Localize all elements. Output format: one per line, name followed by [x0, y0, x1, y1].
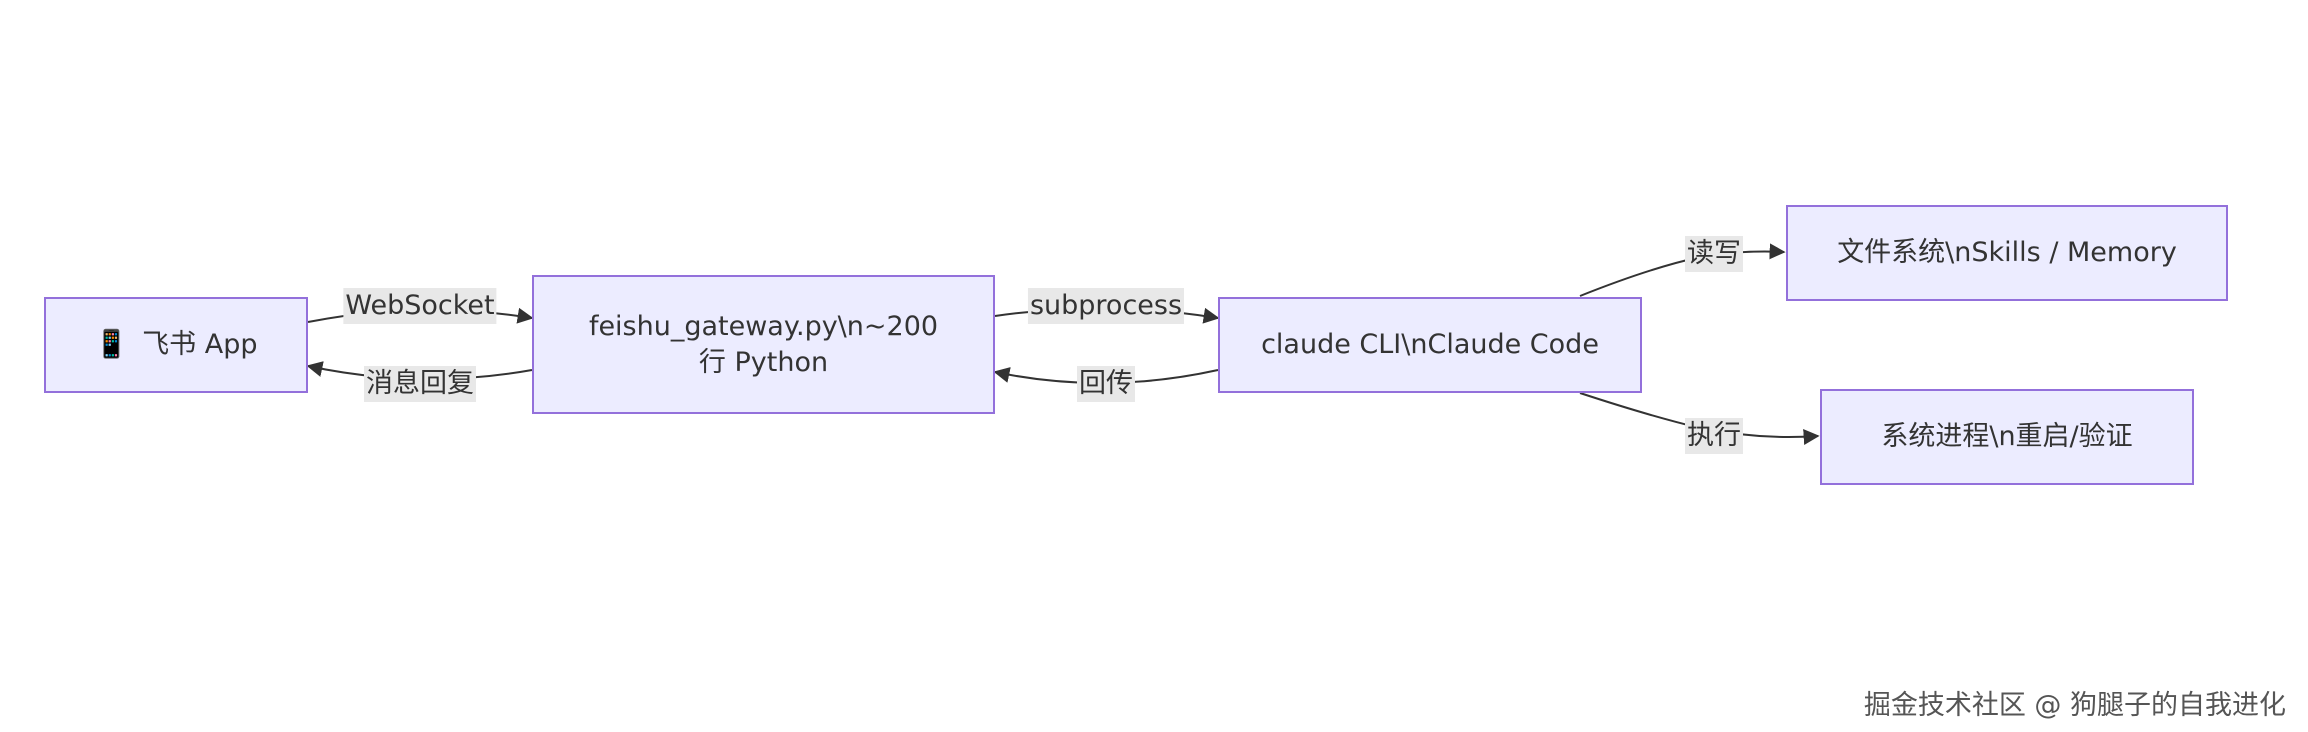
node-claude-cli-label: claude CLI\nClaude Code: [1261, 329, 1599, 360]
edge-label-execute: 执行: [1685, 418, 1743, 454]
edge-label-websocket: WebSocket: [343, 288, 497, 324]
edge-read-write: [1579, 243, 1786, 297]
node-process-label: 系统进程\n重启/验证: [1881, 421, 2133, 452]
node-claude-cli: claude CLI\nClaude Code: [1218, 297, 1642, 393]
watermark: 掘金技术社区 @ 狗腿子的自我进化: [1863, 690, 2286, 721]
node-filesystem: 文件系统\nSkills / Memory: [1786, 205, 2228, 301]
edge-label-reply: 消息回复: [364, 366, 476, 402]
node-feishu-app-label: 飞书 App: [142, 329, 258, 360]
edge-label-read-write: 读写: [1685, 236, 1743, 272]
edge-label-subprocess: subprocess: [1027, 288, 1185, 324]
node-process: 系统进程\n重启/验证: [1820, 389, 2194, 485]
node-gateway-line1: feishu_gateway.py\n~200: [588, 310, 939, 342]
node-gateway: feishu_gateway.py\n~200 行 Python: [532, 275, 995, 414]
node-feishu-app: 📱 飞书 App: [44, 297, 308, 393]
node-filesystem-label: 文件系统\nSkills / Memory: [1837, 237, 2177, 268]
phone-icon: 📱: [94, 329, 129, 360]
node-gateway-line2: 行 Python: [698, 346, 829, 378]
edge-label-return: 回传: [1077, 366, 1135, 402]
